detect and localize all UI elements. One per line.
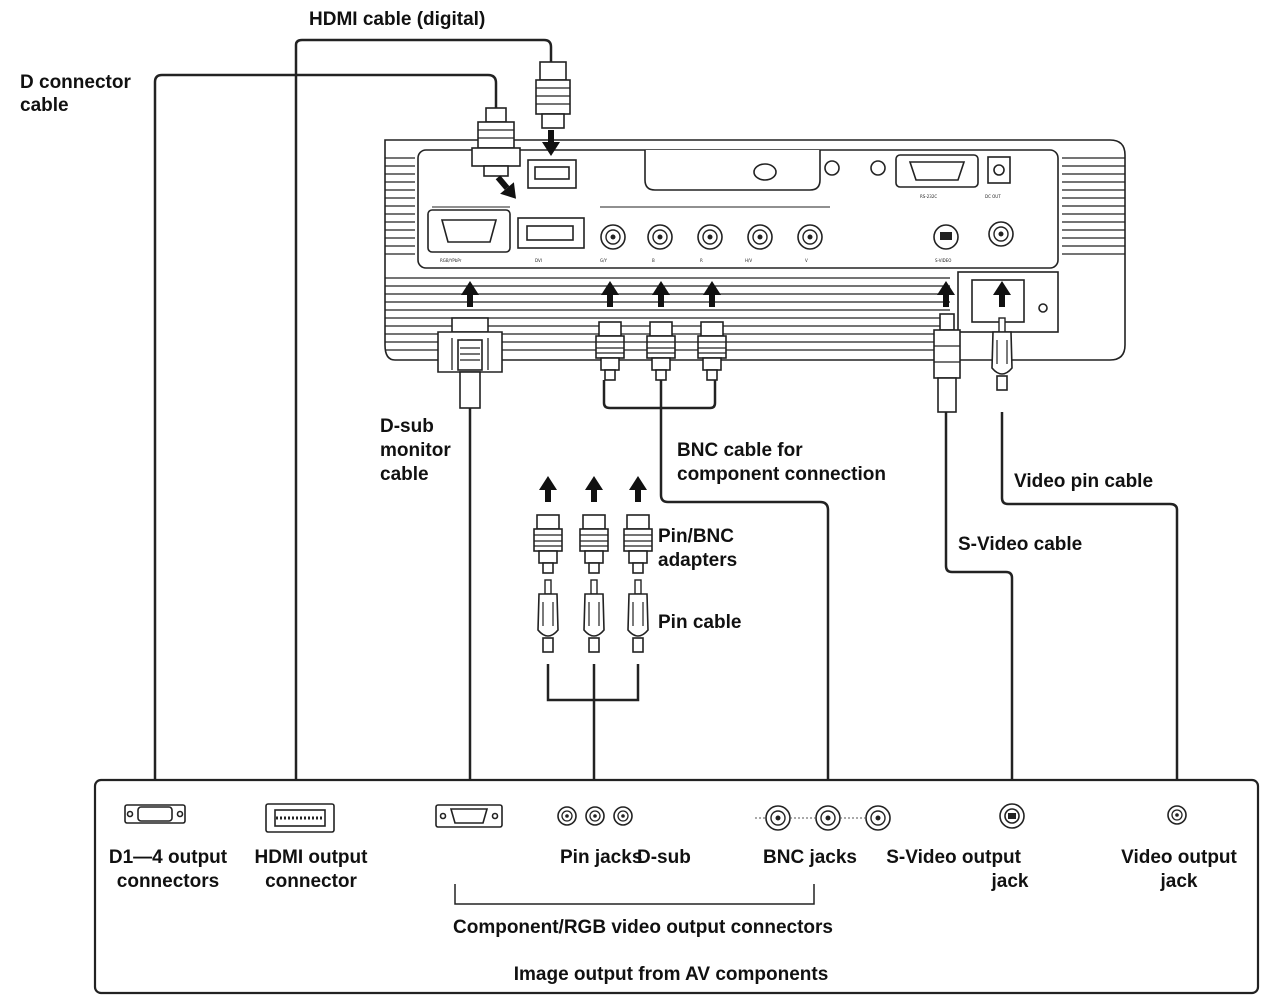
dsub-cable-label-3: cable [380, 464, 429, 485]
av-output-box-title: Image output from AV components [514, 964, 829, 985]
d-connector-cable-label-2: cable [20, 95, 69, 116]
svg-text:RS-232C: RS-232C [920, 194, 937, 199]
svg-text:DC OUT: DC OUT [985, 194, 1001, 199]
pin-jacks-label: Pin jacks [560, 847, 642, 868]
component-group-label: Component/RGB video output connectors [453, 917, 833, 938]
hdmi-plug-icon [535, 61, 571, 129]
hdmi-output-connector-icon [265, 803, 335, 833]
svg-text:H/V: H/V [745, 258, 752, 263]
d1-4-output-connector-icon [124, 804, 186, 824]
video-output-jack-icon [1167, 805, 1187, 825]
svideo-cable-label: S-Video cable [958, 534, 1082, 555]
d1-4-output-label: D1—4 output [109, 847, 228, 868]
video-pin-cable-label: Video pin cable [1014, 471, 1153, 492]
pin-cable-label: Pin cable [658, 612, 741, 633]
dsub-cable-label: D-sub [380, 416, 434, 437]
pin-bnc-adapters-label: Pin/BNC [658, 526, 734, 547]
bnc-plug-icon [595, 321, 727, 381]
svg-text:V: V [805, 258, 808, 263]
hdmi-cable-label: HDMI cable (digital) [309, 9, 485, 30]
svg-text:RGB/YPbPr: RGB/YPbPr [440, 258, 462, 263]
dsub-cable-label-2: monitor [380, 440, 451, 461]
bnc-cable-label: BNC cable for [677, 440, 803, 461]
video-output-label-2: jack [1160, 871, 1198, 892]
pin-bnc-adapter-icons [533, 514, 653, 574]
svideo-output-label: S-Video output [886, 847, 1021, 868]
bnc-cable-label-2: component connection [677, 464, 886, 485]
svg-text:R: R [700, 258, 703, 263]
pin-bnc-adapters-label-2: adapters [658, 550, 737, 571]
pin-jacks-icon [557, 806, 633, 826]
svideo-plug-icon [933, 313, 961, 413]
svg-text:G/Y: G/Y [600, 258, 607, 263]
d-connector-cable-label: D connector [20, 72, 131, 93]
projector-icon: RGB/YPbPr DVI G/Y B R H/V V S-VIDEO DC O… [384, 139, 1126, 361]
hdmi-output-label: HDMI output [255, 847, 369, 868]
video-output-label: Video output [1121, 847, 1237, 868]
svg-text:DVI: DVI [535, 258, 542, 263]
cable-lines [153, 38, 1179, 905]
svg-text:B: B [652, 258, 655, 263]
dsub-output-connector-icon [435, 804, 503, 828]
dsub-output-label: D-sub [637, 847, 691, 868]
av-output-box [93, 778, 1260, 995]
d-connector-plug-icon [471, 107, 521, 177]
svideo-output-jack-icon [999, 803, 1025, 829]
arrow-down-icon [495, 130, 560, 199]
svg-text:S-VIDEO: S-VIDEO [935, 258, 951, 263]
svideo-output-label-2: jack [991, 871, 1029, 892]
hdmi-output-label-2: connector [265, 871, 357, 892]
bnc-jacks-icon [755, 805, 891, 831]
d1-4-output-label-2: connectors [117, 871, 219, 892]
bnc-jacks-label: BNC jacks [763, 847, 857, 868]
dsub-plug-icon [437, 317, 503, 409]
